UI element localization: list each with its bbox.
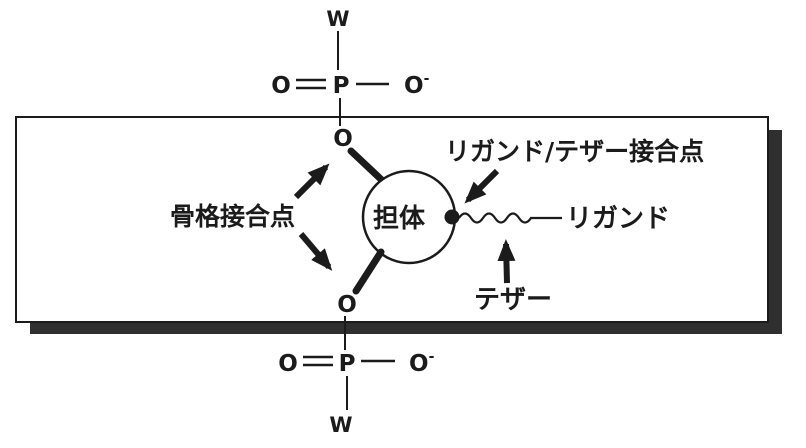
oxygen-right-top-symbol: O <box>404 73 424 99</box>
backbone-junction-arrow-down <box>298 232 333 271</box>
oxygen-panel-top: O <box>333 126 353 152</box>
oxygen-right-bottom-symbol: O <box>409 351 429 377</box>
oxygen-right-bottom-charge: - <box>429 349 435 365</box>
ligand-tether-junction-dot <box>444 209 460 225</box>
oxygen-right-bottom: O- <box>409 349 435 377</box>
carrier-label: 担体 <box>373 204 426 234</box>
backbone-bond-bottom <box>352 248 385 295</box>
tether-label: テザー <box>474 285 552 315</box>
w-top-label: W <box>326 7 349 31</box>
backbone-bond-top <box>347 147 390 188</box>
oxygen-panel-bottom: O <box>337 292 357 318</box>
backbone-junction-label: 骨格接合点 <box>170 202 295 231</box>
oxygen-right-top-charge: - <box>424 71 430 87</box>
oxygen-left-bottom: O <box>278 351 298 377</box>
w-bottom-label: W <box>329 413 352 437</box>
oxygen-right-top: O- <box>404 71 430 99</box>
oxygen-left-top: O <box>271 73 291 99</box>
tether-arrow <box>497 239 516 284</box>
phosphorus-bottom: P <box>339 351 356 377</box>
ligand-label: リガンド <box>566 204 670 234</box>
phosphorus-top: P <box>333 73 350 99</box>
ligand-tether-junction-label: リガンド/テザー接合点 <box>445 137 704 166</box>
ligand-tether-junction-arrow <box>464 168 500 204</box>
tether-wavy-line <box>458 212 562 224</box>
backbone-junction-arrow-up <box>293 163 330 200</box>
